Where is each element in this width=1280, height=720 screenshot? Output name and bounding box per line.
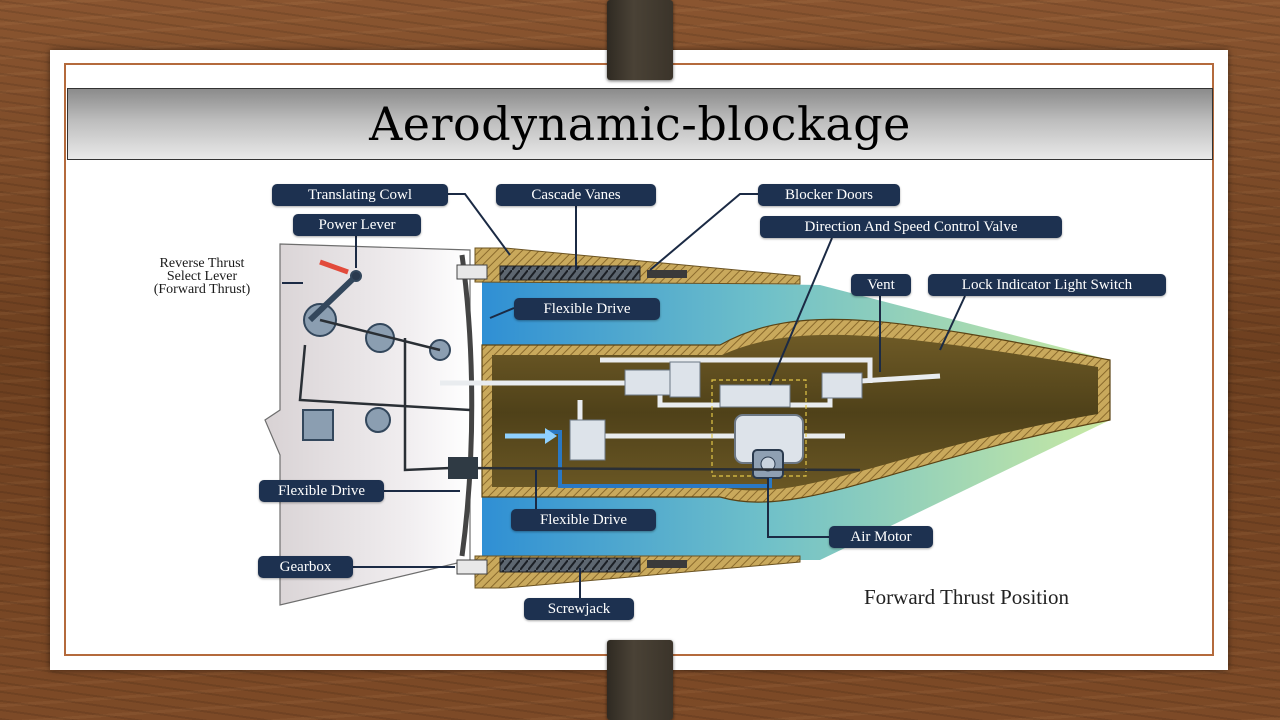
engine-core [481, 318, 1111, 503]
reverse-thrust-lever-label: Reverse Thrust Select Lever (Forward Thr… [128, 256, 276, 297]
translating-cowl-upper [456, 247, 801, 285]
label-blocker-doors: Blocker Doors [758, 184, 900, 206]
control-valve-box [711, 379, 807, 477]
reverse-label-line-1: Reverse Thrust [159, 256, 245, 271]
gearbox-shape [448, 457, 478, 479]
pneumatic-lines [440, 357, 941, 439]
control-cables [298, 318, 861, 472]
label-air-motor: Air Motor [829, 526, 933, 548]
label-translating-cowl: Translating Cowl [272, 184, 448, 206]
reverse-label-line-3: (Forward Thrust) [153, 282, 251, 297]
binder-clip-bottom [607, 640, 673, 720]
label-lock-indicator: Lock Indicator Light Switch [928, 274, 1166, 296]
leader-lines [282, 193, 966, 598]
label-gearbox: Gearbox [258, 556, 353, 578]
translating-cowl-lower [456, 555, 801, 589]
label-screwjack: Screwjack [524, 598, 634, 620]
valves [569, 361, 863, 461]
label-cascade-vanes: Cascade Vanes [496, 184, 656, 206]
air-motor-shape [752, 449, 784, 479]
label-flexible-drive-left: Flexible Drive [259, 480, 384, 502]
label-flexible-drive-upper: Flexible Drive [514, 298, 660, 320]
label-flexible-drive-lower: Flexible Drive [511, 509, 656, 531]
title-banner: Aerodynamic-blockage [67, 88, 1213, 160]
label-power-lever: Power Lever [293, 214, 421, 236]
reverse-label-line-2: Select Lever [166, 269, 238, 284]
supply-hose [545, 430, 772, 488]
slide-title: Aerodynamic-blockage [369, 97, 911, 151]
diagram-caption: Forward Thrust Position [864, 585, 1069, 609]
lever-direction-arrow [319, 259, 349, 275]
air-inlet-arrowhead [545, 428, 557, 444]
binder-clip-top [607, 0, 673, 80]
label-direction-speed-valve: Direction And Speed Control Valve [760, 216, 1062, 238]
label-vent: Vent [851, 274, 911, 296]
power-lever-mechanism [302, 270, 451, 441]
